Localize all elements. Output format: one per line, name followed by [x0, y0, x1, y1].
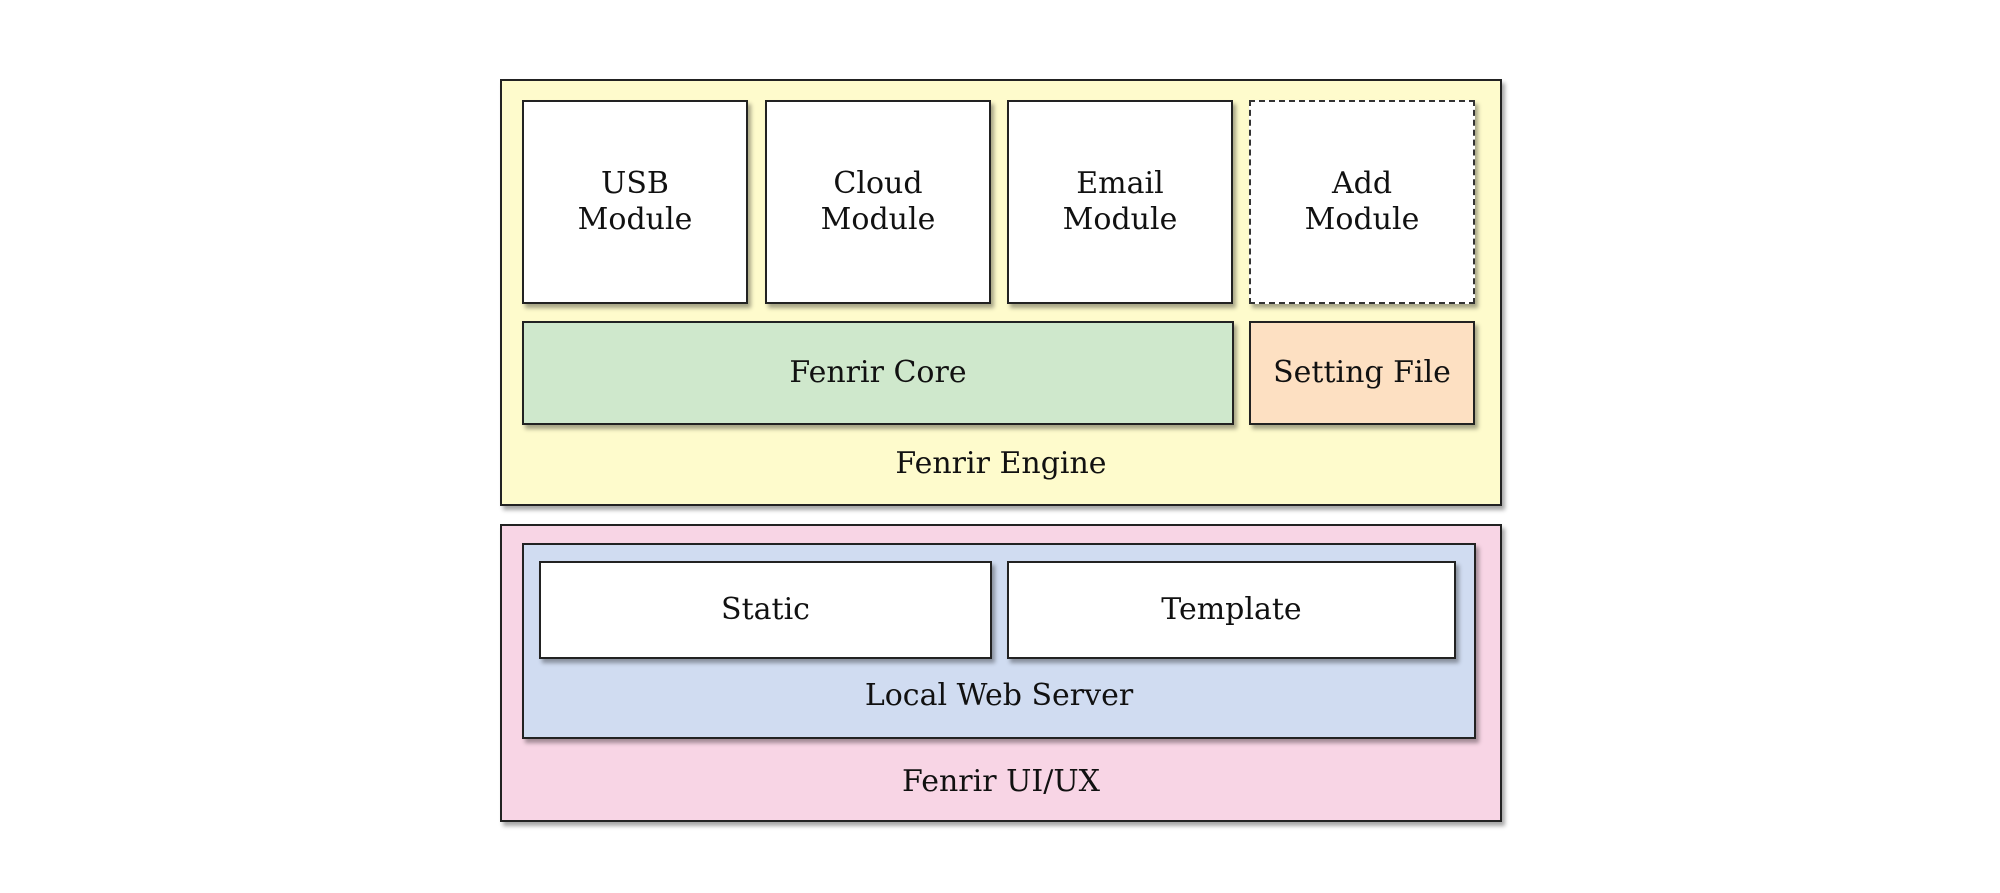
fenrir-core-box: Fenrir Core	[522, 321, 1234, 425]
cloud-module-box: Cloud Module	[765, 100, 991, 304]
setting-file-box: Setting File	[1249, 321, 1475, 425]
usb-module-box: USB Module	[522, 100, 748, 304]
local-web-server-label: Local Web Server	[864, 678, 1134, 713]
email-module-box: Email Module	[1007, 100, 1233, 304]
static-box: Static	[539, 561, 992, 659]
add-module-box: Add Module	[1249, 100, 1475, 304]
template-box: Template	[1007, 561, 1456, 659]
fenrir-engine-label: Fenrir Engine	[895, 446, 1107, 481]
fenrir-uiux-label: Fenrir UI/UX	[902, 764, 1100, 799]
